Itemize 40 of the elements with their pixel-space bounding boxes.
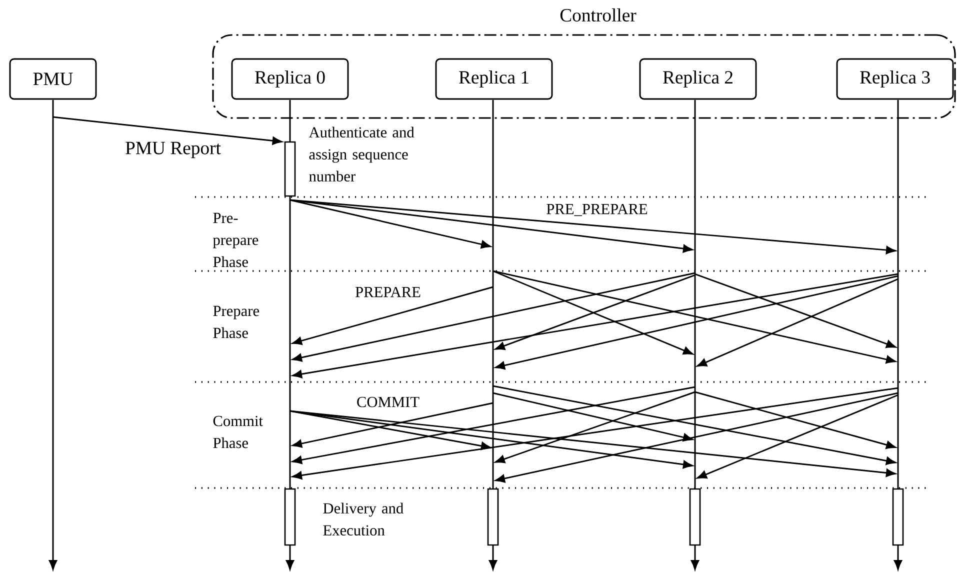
activation-bar <box>284 488 296 546</box>
participant-box: PMU <box>9 58 97 100</box>
phase-label: Pre- prepare Phase <box>213 212 258 268</box>
message-arrow <box>292 286 494 345</box>
message-arrow <box>292 386 696 464</box>
message-arrow <box>696 394 898 479</box>
node-label: Controller <box>560 8 636 22</box>
message-arrow <box>495 392 898 483</box>
message-arrow <box>696 278 898 367</box>
message-arrow <box>290 199 896 254</box>
edge-label: PMU Report <box>126 142 221 158</box>
message-arrow <box>290 199 491 248</box>
participant-box: Replica 3 <box>836 58 954 100</box>
activation-bar <box>689 488 701 546</box>
participant-box: Replica 0 <box>231 58 349 100</box>
message-arrow <box>292 387 898 480</box>
message-label: PRE_PREPARE <box>546 204 648 216</box>
message-arrow <box>492 392 693 442</box>
message-arrow <box>290 410 896 477</box>
activation-bar <box>892 488 904 546</box>
step-note: Authenticate and assign sequence number <box>308 126 414 182</box>
message-arrow <box>292 272 696 362</box>
activation-bar <box>487 488 499 546</box>
step-note: Delivery and Execution <box>323 502 404 536</box>
message-label: PREPARE <box>356 286 420 298</box>
message-arrow <box>492 385 896 465</box>
participant-box: Replica 2 <box>639 58 757 100</box>
message-arrow <box>292 402 494 448</box>
message-label: COMMIT <box>357 396 420 408</box>
message-arrow <box>694 273 896 348</box>
activation-bar <box>284 141 296 197</box>
phase-label: Commit Phase <box>213 416 263 448</box>
message-arrow <box>495 391 696 464</box>
participant-box: Replica 1 <box>435 58 553 100</box>
message-arrow <box>52 116 282 145</box>
message-arrow <box>694 391 896 449</box>
lifeline-arrow <box>48 100 58 570</box>
message-arrow <box>290 410 491 450</box>
phase-label: Prepare Phase <box>213 306 260 338</box>
message-arrow <box>292 273 898 378</box>
